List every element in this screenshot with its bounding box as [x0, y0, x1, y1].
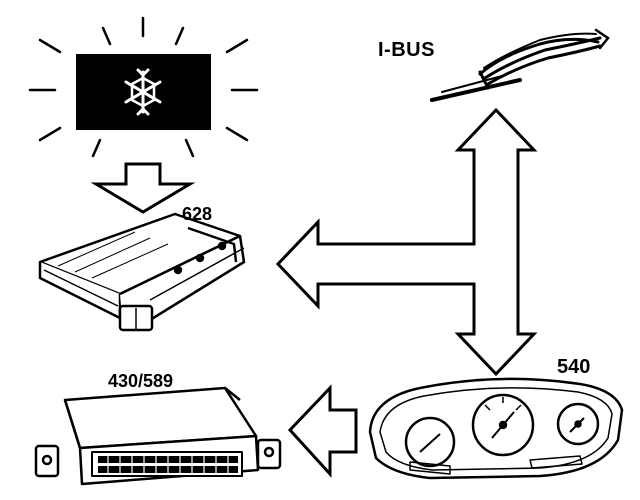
module-430-589-label: 430/589 — [108, 371, 174, 391]
arrow-lamp-to-628 — [90, 162, 196, 214]
module-628 — [38, 212, 246, 332]
instrument-cluster-icon — [368, 377, 624, 480]
module-430-589 — [34, 386, 282, 486]
arrow-540-to-430 — [287, 384, 358, 478]
ibus-label: I-BUS — [378, 39, 435, 61]
arrow-bus-distribution — [275, 107, 538, 377]
module-628-label: 628 — [182, 204, 213, 224]
frost-warning-lamp — [28, 16, 259, 158]
wire-harness-icon — [430, 28, 610, 102]
module-540-label: 540 — [557, 356, 591, 378]
glow-rays — [28, 16, 259, 158]
snowflake-icon — [124, 68, 162, 116]
